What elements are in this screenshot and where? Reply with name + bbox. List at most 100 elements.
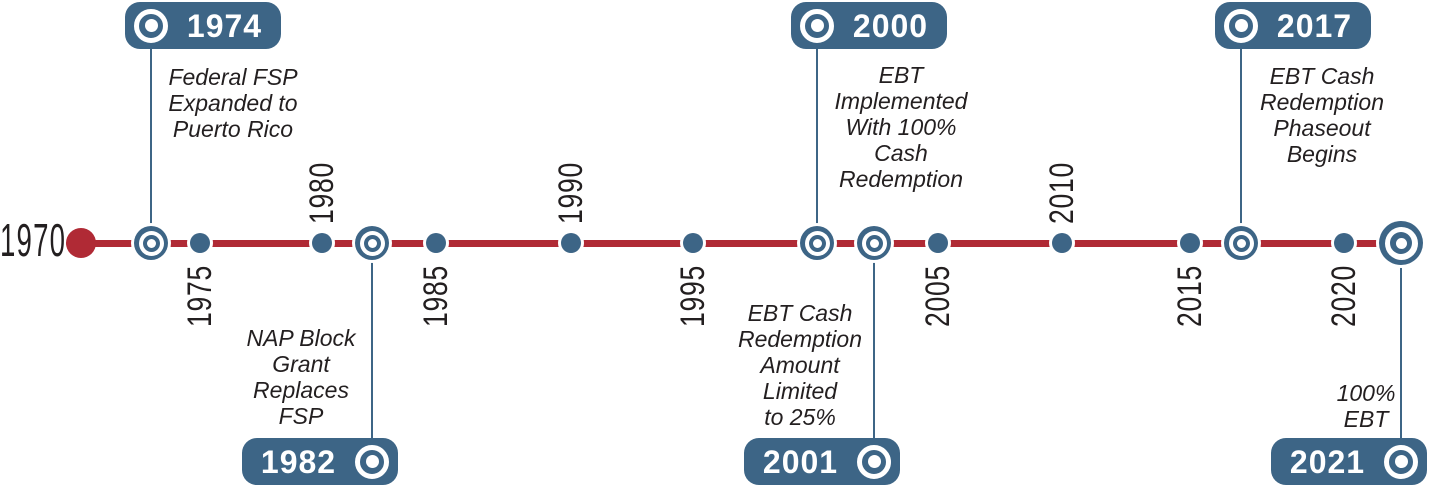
event-badge-1974: 1974 — [125, 2, 281, 49]
bullseye-core — [1395, 237, 1407, 249]
event-description-line: EBT — [1343, 406, 1389, 432]
event-badge-2000: 2000 — [791, 2, 947, 49]
bullseye-ring-white — [861, 230, 887, 256]
bullseye-icon-core — [1234, 19, 1248, 32]
timeline-axis-line — [66, 239, 1401, 247]
event-description-line: Redemption — [1259, 89, 1385, 115]
event-connector-2000 — [816, 46, 818, 243]
bullseye-ring-blue — [363, 234, 381, 252]
event-description-line: EBT Cash — [747, 300, 853, 326]
year-tick-dot-1985 — [426, 233, 446, 253]
year-tick-dot-1980 — [312, 233, 332, 253]
year-tick-label-1980: 1980 — [303, 161, 341, 225]
event-description-line: EBT Cash — [1269, 63, 1375, 89]
event-marker-2000 — [800, 226, 834, 260]
bullseye-ring-blue — [142, 234, 160, 252]
event-description-line: NAP Block — [246, 325, 356, 351]
event-description-line: Grant — [272, 351, 330, 377]
bullseye-ring-white — [359, 230, 385, 256]
event-description-line: Amount — [760, 352, 840, 378]
bullseye-core — [1236, 238, 1246, 248]
year-tick-label-1985: 1985 — [417, 264, 455, 328]
event-badge-year: 2021 — [1289, 443, 1366, 480]
event-description-line: FSP — [278, 403, 324, 429]
event-description-line: Puerto Rico — [172, 116, 294, 142]
event-connector-1974 — [150, 46, 152, 243]
year-tick-label-1975: 1975 — [181, 264, 219, 328]
event-description-line: EBT — [878, 62, 924, 88]
bullseye-ring-white — [138, 230, 164, 256]
bullseye-icon — [857, 444, 891, 479]
bullseye-icon — [800, 8, 834, 43]
bullseye-ring-white — [1228, 230, 1254, 256]
year-tick-label-2010: 2010 — [1043, 161, 1081, 225]
bullseye-icon — [1224, 8, 1258, 43]
bullseye-core — [146, 238, 156, 248]
bullseye-icon-core — [365, 455, 379, 468]
bullseye-ring-blue — [808, 234, 826, 252]
event-badge-year: 2017 — [1276, 7, 1353, 44]
year-tick-label-2005: 2005 — [919, 264, 957, 328]
event-marker-2001 — [857, 226, 891, 260]
event-marker-1974 — [134, 226, 168, 260]
event-badge-year: 1982 — [260, 443, 337, 480]
event-description-line: With 100% — [845, 114, 957, 140]
event-description-line: Federal FSP — [168, 64, 298, 90]
event-marker-2021 — [1379, 221, 1423, 265]
bullseye-icon — [1384, 444, 1418, 479]
year-tick-label-2015: 2015 — [1171, 264, 1209, 328]
event-badge-2021: 2021 — [1271, 438, 1427, 485]
bullseye-icon-core — [867, 455, 881, 468]
event-connector-2001 — [873, 243, 875, 441]
bullseye-icon-core — [1394, 455, 1408, 468]
bullseye-ring-white — [804, 230, 830, 256]
event-description-line: Redemption — [737, 326, 863, 352]
bullseye-icon — [355, 444, 389, 479]
year-tick-dot-2020 — [1334, 233, 1354, 253]
year-tick-dot-2015 — [1180, 233, 1200, 253]
event-description-line: Phaseout — [1273, 115, 1371, 141]
event-description-line: Cash — [874, 140, 928, 166]
event-description-line: Expanded to — [168, 90, 298, 116]
bullseye-ring-blue — [865, 234, 883, 252]
year-tick-dot-2010 — [1052, 233, 1072, 253]
event-badge-year: 2001 — [762, 443, 839, 480]
event-connector-2021 — [1400, 243, 1402, 441]
event-marker-2017 — [1224, 226, 1258, 260]
event-badge-year: 2000 — [852, 7, 929, 44]
event-description-line: 100% — [1336, 380, 1396, 406]
bullseye-icon-core — [144, 19, 158, 32]
start-year-label: 1970 — [0, 214, 67, 266]
event-badge-1982: 1982 — [242, 438, 398, 485]
bullseye-ring-blue — [1232, 234, 1250, 252]
bullseye-core — [869, 238, 879, 248]
bullseye-core — [812, 238, 822, 248]
bullseye-ring-blue — [1390, 232, 1412, 254]
year-tick-dot-1995 — [683, 233, 703, 253]
bullseye-ring-white — [1384, 226, 1418, 260]
year-tick-label-1990: 1990 — [552, 161, 590, 225]
event-connector-1982 — [371, 243, 373, 441]
bullseye-icon-core — [810, 19, 824, 32]
year-tick-label-1995: 1995 — [674, 264, 712, 328]
start-dot — [66, 228, 96, 258]
event-description-line: Begins — [1286, 141, 1358, 167]
event-description-line: Implemented — [834, 88, 968, 114]
event-description-line: to 25% — [764, 404, 836, 430]
event-badge-2017: 2017 — [1215, 2, 1371, 49]
event-connector-2017 — [1240, 46, 1242, 243]
event-description-line: Redemption — [838, 166, 964, 192]
event-description-line: Limited — [762, 378, 838, 404]
event-badge-year: 1974 — [186, 7, 263, 44]
bullseye-core — [367, 238, 377, 248]
event-badge-2001: 2001 — [744, 438, 900, 485]
event-description-line: Replaces — [253, 377, 349, 403]
year-tick-dot-1975 — [190, 233, 210, 253]
year-tick-label-2020: 2020 — [1325, 264, 1363, 328]
